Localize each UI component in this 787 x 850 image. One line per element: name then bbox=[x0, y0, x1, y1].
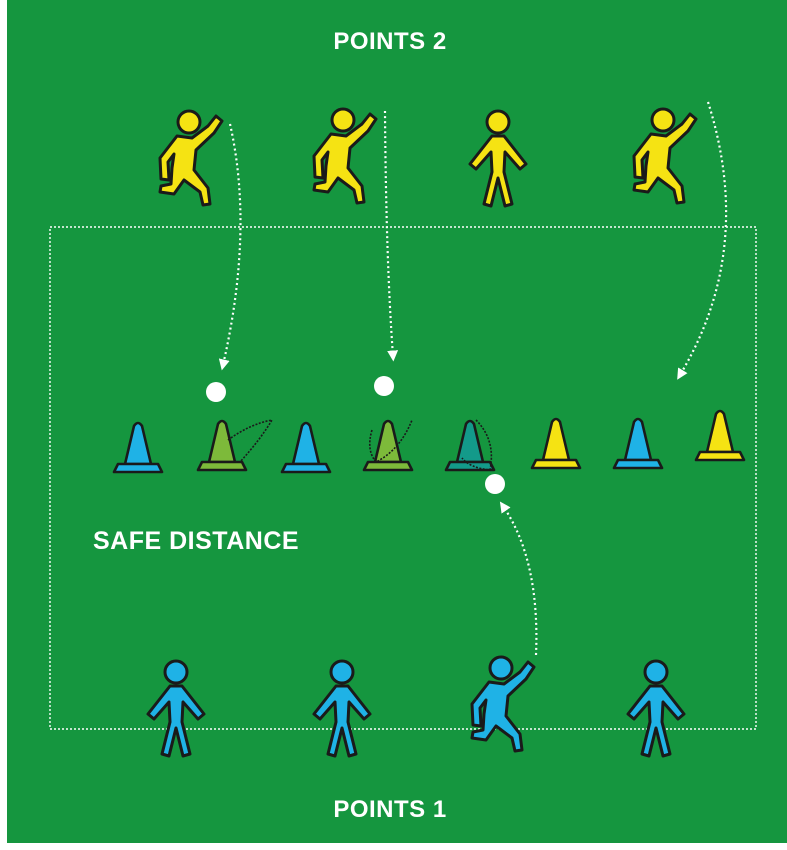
cone-icon bbox=[114, 423, 162, 472]
cone-icon bbox=[198, 420, 272, 470]
player-icon bbox=[628, 661, 684, 756]
top-team-label: POINTS 2 bbox=[0, 28, 780, 56]
player-icon bbox=[314, 661, 370, 756]
ball-icon bbox=[206, 382, 226, 402]
ball-icon bbox=[485, 474, 505, 494]
bottom-team-label: POINTS 1 bbox=[0, 796, 780, 824]
safe-distance-label: SAFE DISTANCE bbox=[93, 527, 299, 556]
cone-icon bbox=[696, 411, 744, 460]
cone-icon bbox=[614, 419, 662, 468]
arrow-icon bbox=[223, 124, 240, 365]
player-icon bbox=[470, 111, 526, 206]
player-icon bbox=[148, 661, 204, 756]
safe-distance-zone bbox=[50, 227, 756, 729]
arrow-icon bbox=[385, 111, 393, 356]
blue-team bbox=[148, 657, 684, 756]
cone-icon bbox=[446, 420, 494, 470]
player-icon bbox=[634, 109, 696, 203]
yellow-team bbox=[160, 109, 696, 206]
cone-icon bbox=[282, 423, 330, 472]
cone-icon bbox=[364, 420, 412, 470]
cone-icon bbox=[532, 419, 580, 468]
arrow-icon bbox=[680, 102, 726, 375]
player-icon bbox=[160, 111, 222, 205]
player-icon bbox=[314, 109, 376, 203]
cone-row bbox=[114, 411, 744, 472]
player-icon bbox=[472, 657, 534, 751]
ball-icon bbox=[374, 376, 394, 396]
balls bbox=[206, 376, 505, 494]
arrow-icon bbox=[503, 506, 536, 655]
